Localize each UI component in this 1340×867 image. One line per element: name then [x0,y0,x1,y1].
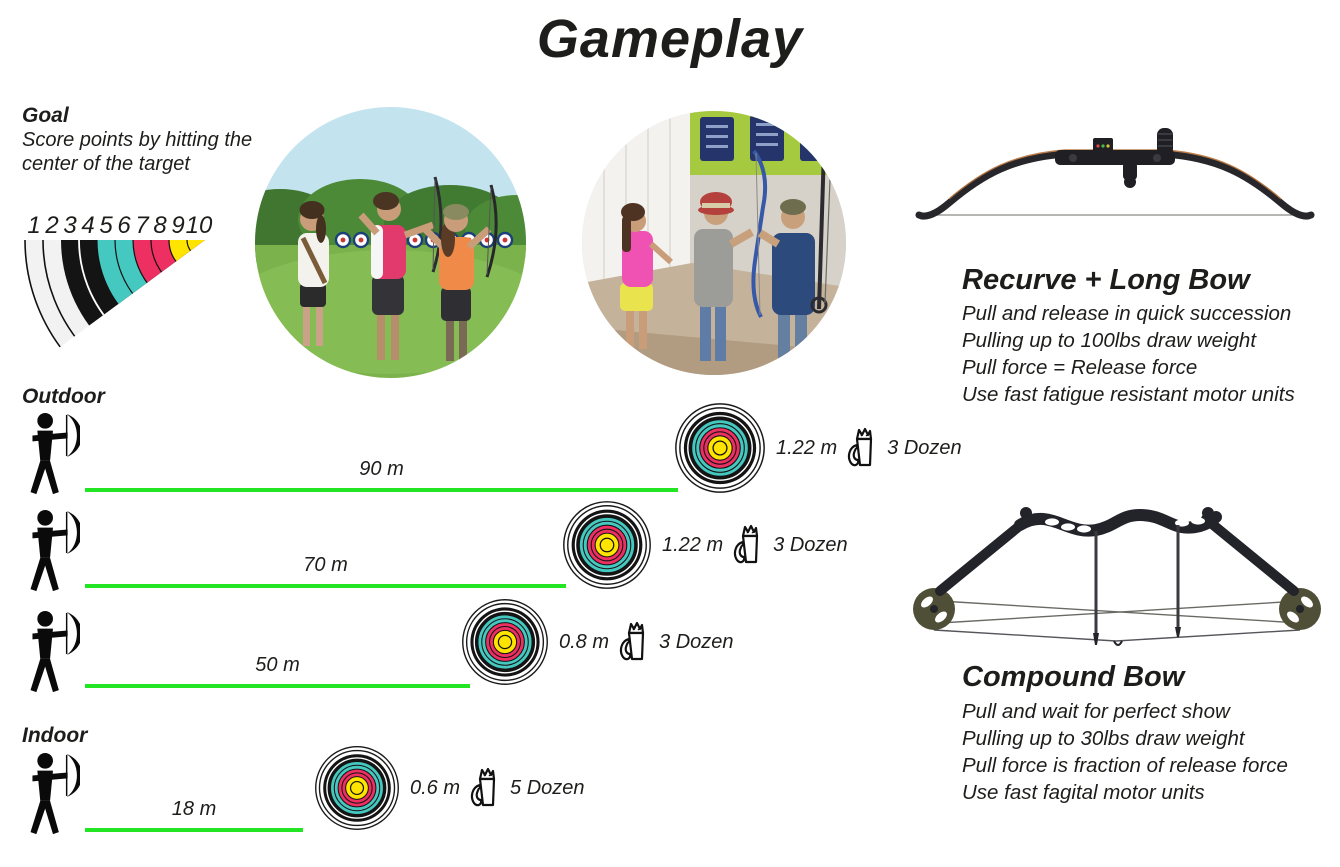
photo-archer-pink-top [620,203,674,349]
quiver-icon [848,427,873,467]
score-number-4: 4 [81,212,94,239]
indoor-archery-photo [582,111,846,375]
outdoor-archery-photo [255,107,526,378]
archer-icon [29,412,80,495]
distance-label-18m: 18 m [171,798,217,820]
arrow-count-label: 5 Dozen [510,776,585,799]
distance-line-18m [85,828,303,832]
distance-line-50m [85,684,470,688]
photo-archer-pink-shirt [358,176,443,360]
target-face-icon [563,501,651,589]
photo-archer-navy-shirt [757,144,833,365]
archer-icon [29,752,80,835]
score-number-1: 1 [27,212,40,239]
recurve-line-4: Use fast fatigue resistant motor units [962,383,1295,406]
score-number-5: 5 [99,212,113,239]
score-number-2: 2 [44,212,58,239]
photo-archer-red-hat [694,149,768,361]
quiver-icon [470,767,496,807]
recurve-line-3: Pull force = Release force [962,356,1198,379]
recurve-heading: Recurve + Long Bow [962,264,1250,296]
score-number-3: 3 [63,212,77,239]
recurve-description: Pull and release in quick succession Pul… [962,300,1295,408]
archer-icon [29,610,80,693]
distance-label-70m: 70 m [303,554,348,576]
target-size-label: 0.6 m [410,776,461,799]
recurve-bow-image [915,128,1315,220]
target-face-icon [462,599,548,685]
photo-archer-white-shirt [298,201,329,346]
archer-icon [29,509,80,592]
arrow-count-label: 3 Dozen [659,630,734,653]
score-number-8: 8 [153,212,167,239]
compound-line-2: Pulling up to 30lbs draw weight [962,727,1245,750]
row-50m-target-group: 0.8 m 3 Dozen [461,598,734,686]
quiver-icon [734,524,759,564]
distance-line-90m [85,488,678,492]
recurve-line-2: Pulling up to 100lbs draw weight [962,329,1257,352]
distance-label-50m: 50 m [255,654,300,676]
compound-line-4: Use fast fagital motor units [962,781,1205,804]
compound-bow-image [913,507,1321,646]
target-size-label: 1.22 m [776,436,838,459]
compound-heading: Compound Bow [962,661,1185,693]
row-70m-target-group: 1.22 m 3 Dozen [562,500,848,590]
score-number-6: 6 [117,212,131,239]
goal-text-line2: center of the target [22,153,190,175]
score-number-9: 9 [171,212,184,239]
row-18m-target-group: 0.6 m 5 Dozen [314,745,585,831]
arrow-count-label: 3 Dozen [773,533,848,556]
page-title: Gameplay [536,9,804,69]
row-90m-target-group: 1.22 m 3 Dozen [674,402,962,494]
target-size-label: 0.8 m [559,630,610,653]
score-number-7: 7 [135,212,150,239]
target-face-icon [315,746,399,830]
outdoor-label: Outdoor [22,385,105,408]
recurve-line-1: Pull and release in quick succession [962,302,1292,325]
goal-text-line1: Score points by hitting the [22,129,253,151]
distance-line-70m [85,584,566,588]
quiver-icon [619,621,645,661]
score-ring-fan: 1 2 3 4 5 6 7 8 9 10 [24,212,213,352]
compound-line-1: Pull and wait for perfect show [962,700,1230,723]
arrow-count-label: 3 Dozen [887,436,962,459]
target-face-icon [675,403,765,493]
distance-label-90m: 90 m [359,458,404,480]
target-size-label: 1.22 m [662,533,724,556]
compound-line-3: Pull force is fraction of release force [962,754,1288,777]
compound-description: Pull and wait for perfect show Pulling u… [962,698,1288,806]
score-number-10: 10 [186,212,213,239]
photo-archer-orange-shirt [422,184,498,361]
indoor-label: Indoor [22,724,88,747]
goal-heading: Goal [22,104,69,127]
